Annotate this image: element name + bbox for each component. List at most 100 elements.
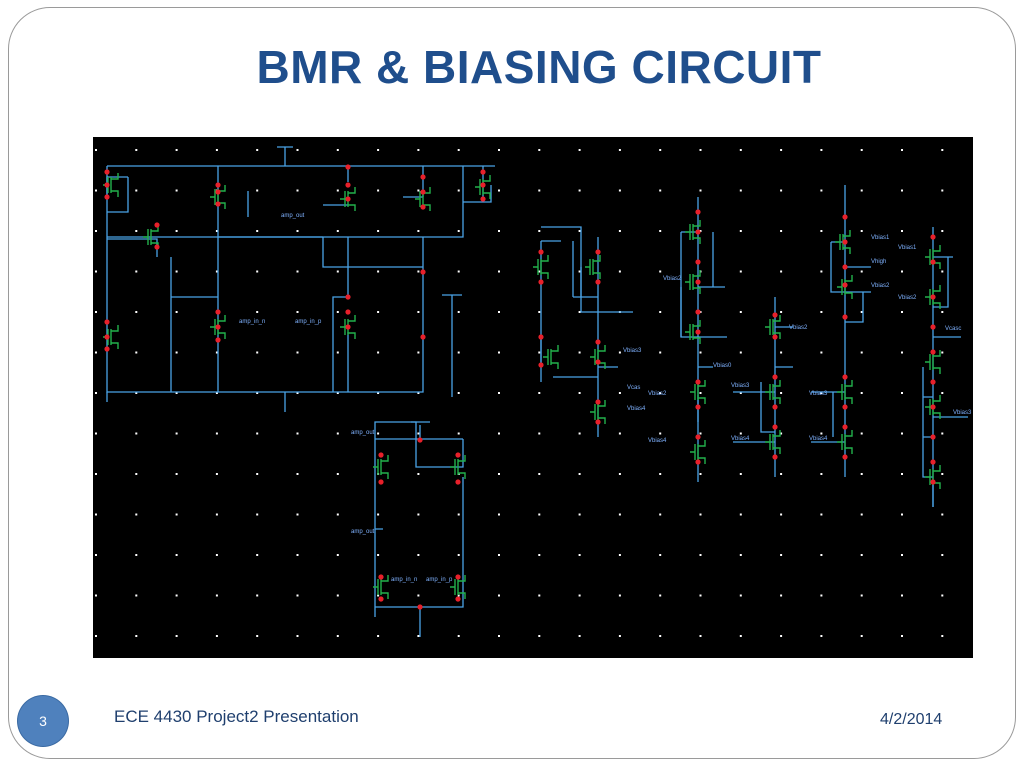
grid-dot xyxy=(538,554,541,556)
grid-dot xyxy=(780,432,783,435)
grid-dot xyxy=(457,392,460,394)
transistor-symbol xyxy=(837,430,853,454)
grid-dot xyxy=(135,473,138,475)
grid-dot xyxy=(377,392,380,394)
grid-dot xyxy=(538,189,541,192)
grid-dot xyxy=(820,635,823,637)
grid-dot xyxy=(135,149,138,151)
grid-dot xyxy=(618,392,621,394)
grid-dot xyxy=(578,635,581,637)
grid-dot xyxy=(377,432,380,435)
grid-dot xyxy=(780,513,783,516)
net-label: amp_in_p xyxy=(295,319,322,325)
pin-marker xyxy=(215,182,221,188)
grid-dot xyxy=(618,432,621,435)
grid-dot xyxy=(215,270,218,273)
grid-dot xyxy=(417,351,420,354)
pin-marker xyxy=(595,339,601,345)
pin-marker xyxy=(345,164,351,170)
grid-dot xyxy=(538,351,541,354)
grid-dot xyxy=(95,311,97,313)
grid-dot xyxy=(95,230,97,232)
pin-marker xyxy=(480,182,486,188)
pin-marker xyxy=(420,189,426,195)
grid-dot xyxy=(95,351,97,354)
grid-dot xyxy=(498,149,500,151)
grid-dot xyxy=(699,635,702,637)
grid-dot xyxy=(135,554,138,556)
grid-dot xyxy=(256,189,259,192)
pin-marker xyxy=(538,249,544,255)
pin-marker xyxy=(842,239,848,245)
pin-marker xyxy=(930,234,936,240)
grid-dot xyxy=(296,594,299,597)
net-label: Vbias2 xyxy=(871,283,890,289)
grid-dot xyxy=(780,270,783,273)
grid-dot xyxy=(95,554,97,556)
grid-dot xyxy=(659,513,662,516)
grid-dot xyxy=(538,149,541,151)
pin-marker xyxy=(772,374,778,380)
grid-dot xyxy=(296,432,299,435)
transistor-symbol xyxy=(925,350,941,374)
grid-dot xyxy=(457,635,460,637)
grid-dot xyxy=(336,554,339,556)
net-label: Vbias4 xyxy=(627,406,646,412)
pin-marker xyxy=(930,479,936,485)
grid-dot xyxy=(941,513,944,516)
grid-dot xyxy=(618,594,621,597)
net-label: amp_in_n xyxy=(391,577,417,583)
transistor-symbol xyxy=(590,400,606,424)
pin-marker xyxy=(345,324,351,330)
transistor-symbol xyxy=(210,185,226,209)
pin-marker xyxy=(455,596,461,602)
grid-dot xyxy=(377,351,380,354)
transistor-symbol xyxy=(590,345,606,369)
pin-marker xyxy=(538,279,544,285)
pin-marker xyxy=(930,349,936,355)
pin-marker xyxy=(455,479,461,485)
transistor-symbol xyxy=(143,225,159,249)
grid-dot xyxy=(296,270,299,273)
pin-marker xyxy=(215,337,221,343)
pin-marker xyxy=(104,346,110,352)
grid-dot xyxy=(699,594,702,597)
grid-dot xyxy=(699,351,702,354)
grid-dot xyxy=(256,270,259,273)
grid-dot xyxy=(95,149,97,151)
grid-dot xyxy=(820,189,823,192)
grid-dot xyxy=(95,594,97,597)
grid-dot xyxy=(578,311,581,313)
grid-dot xyxy=(618,189,621,192)
grid-dot xyxy=(336,351,339,354)
net-label: Vcasc xyxy=(945,326,961,332)
pin-marker xyxy=(930,259,936,265)
grid-dot xyxy=(498,432,500,435)
grid-dot xyxy=(780,149,783,151)
grid-dot xyxy=(860,270,863,273)
grid-dot xyxy=(659,351,662,354)
grid-dot xyxy=(578,230,581,232)
grid-dot xyxy=(417,594,420,597)
transistor-symbol xyxy=(765,380,781,404)
grid-dot xyxy=(941,230,944,232)
transistor-symbol xyxy=(533,255,549,279)
grid-dot xyxy=(901,432,903,435)
net-label: Vhigh xyxy=(871,259,886,265)
transistor-symbol xyxy=(690,440,706,464)
grid-dot xyxy=(498,635,500,637)
grid-dot xyxy=(417,513,420,516)
grid-dot xyxy=(175,594,178,597)
grid-dot xyxy=(659,149,662,151)
grid-dot xyxy=(659,594,662,597)
grid-dot xyxy=(901,149,903,151)
grid-dot xyxy=(417,473,420,475)
grid-dot xyxy=(215,554,218,556)
grid-dot xyxy=(336,230,339,232)
grid-dot xyxy=(417,149,420,151)
pin-marker xyxy=(345,309,351,315)
grid-dot xyxy=(538,513,541,516)
grid-dot xyxy=(457,594,460,597)
grid-dot xyxy=(336,392,339,394)
grid-dot xyxy=(296,230,299,232)
